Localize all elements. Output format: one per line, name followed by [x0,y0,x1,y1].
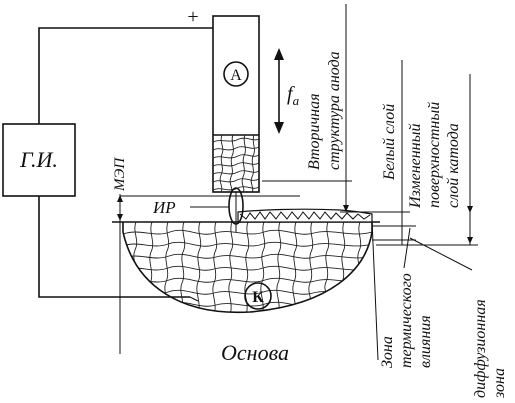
anode-label: А [230,67,242,84]
power-source: Г.И. [2,123,76,197]
anode-secondary-structure-grains [213,135,259,192]
white-layer-surface [237,208,373,223]
force-arrow: fa [274,48,300,134]
white-layer-label: Белый слой [381,104,398,181]
cathode-grain-structure [123,222,372,313]
cathode-label: К [252,289,264,306]
circuit-wires [38,27,213,302]
mep-gap-marker [117,194,300,354]
leader-lines [262,4,478,361]
anode-electrode: А [212,15,260,193]
power-source-label: Г.И. [19,147,58,172]
mep-label: МЭП [112,157,128,192]
base-label: Основа [221,340,289,365]
discharge-channel [190,187,244,232]
force-label: fa [287,83,300,108]
plus-sign: + [187,6,198,28]
cathode-workpiece: К [112,208,380,314]
ir-label: ИР [152,198,176,217]
